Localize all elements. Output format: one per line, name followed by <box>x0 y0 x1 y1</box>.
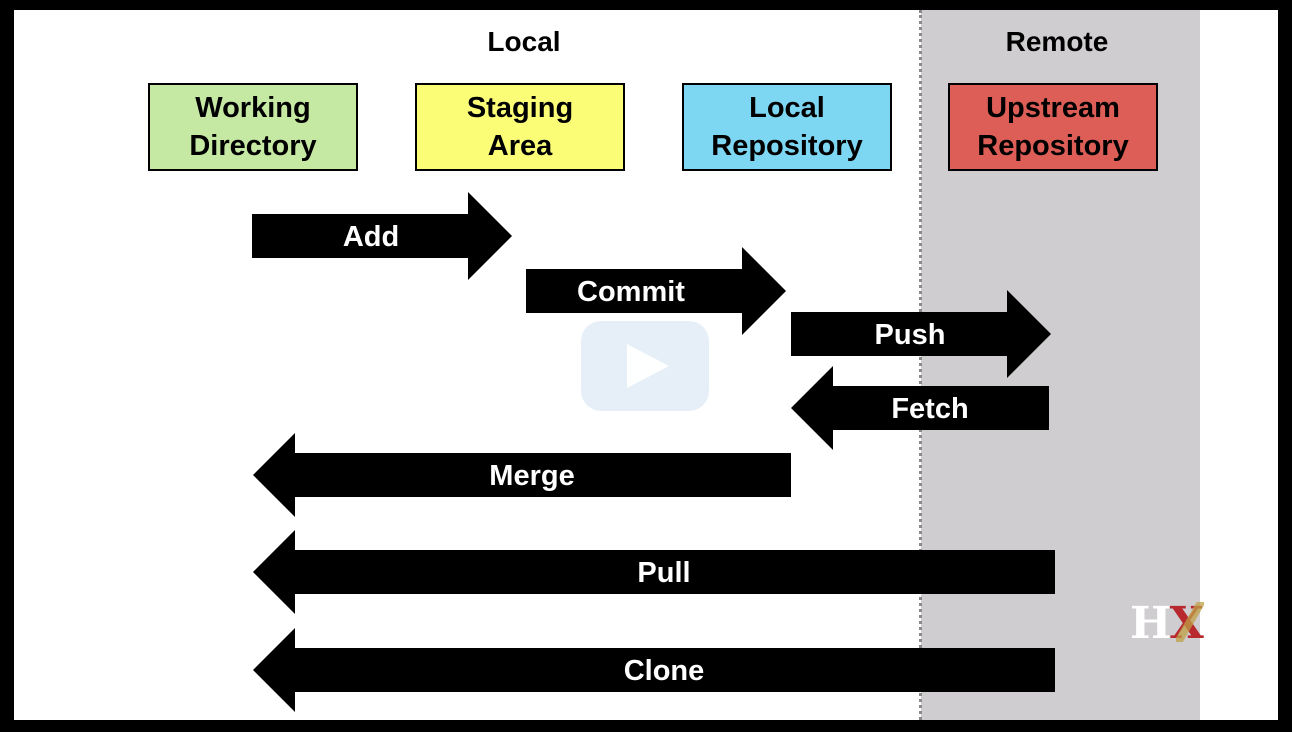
fetch-arrow <box>791 366 1049 450</box>
local-repository-box: Local Repository <box>682 83 892 171</box>
local-remote-divider <box>919 10 922 720</box>
upstream-repository-box: Upstream Repository <box>948 83 1158 171</box>
commit-arrow <box>526 247 786 335</box>
play-button[interactable] <box>581 321 709 411</box>
push-arrow-label: Push <box>875 319 946 351</box>
fetch-arrow-label: Fetch <box>891 393 968 425</box>
commit-arrow-label: Commit <box>577 276 685 308</box>
merge-arrow <box>253 433 791 517</box>
remote-section-label: Remote <box>1005 26 1109 57</box>
play-icon <box>627 344 669 388</box>
clone-arrow <box>253 628 1055 712</box>
staging-area-box: Staging Area <box>415 83 625 171</box>
add-arrow <box>252 192 512 280</box>
local-section-label: Local <box>487 26 561 57</box>
working-directory-box: Working Directory <box>148 83 358 171</box>
pull-arrow <box>253 530 1055 614</box>
clone-arrow-label: Clone <box>624 655 705 687</box>
add-arrow-label: Add <box>343 221 399 253</box>
slide-margin <box>1200 10 1278 720</box>
merge-arrow-label: Merge <box>489 460 574 492</box>
pull-arrow-label: Pull <box>637 557 690 589</box>
push-arrow <box>791 290 1051 378</box>
hx-logo: HX <box>1130 598 1204 649</box>
